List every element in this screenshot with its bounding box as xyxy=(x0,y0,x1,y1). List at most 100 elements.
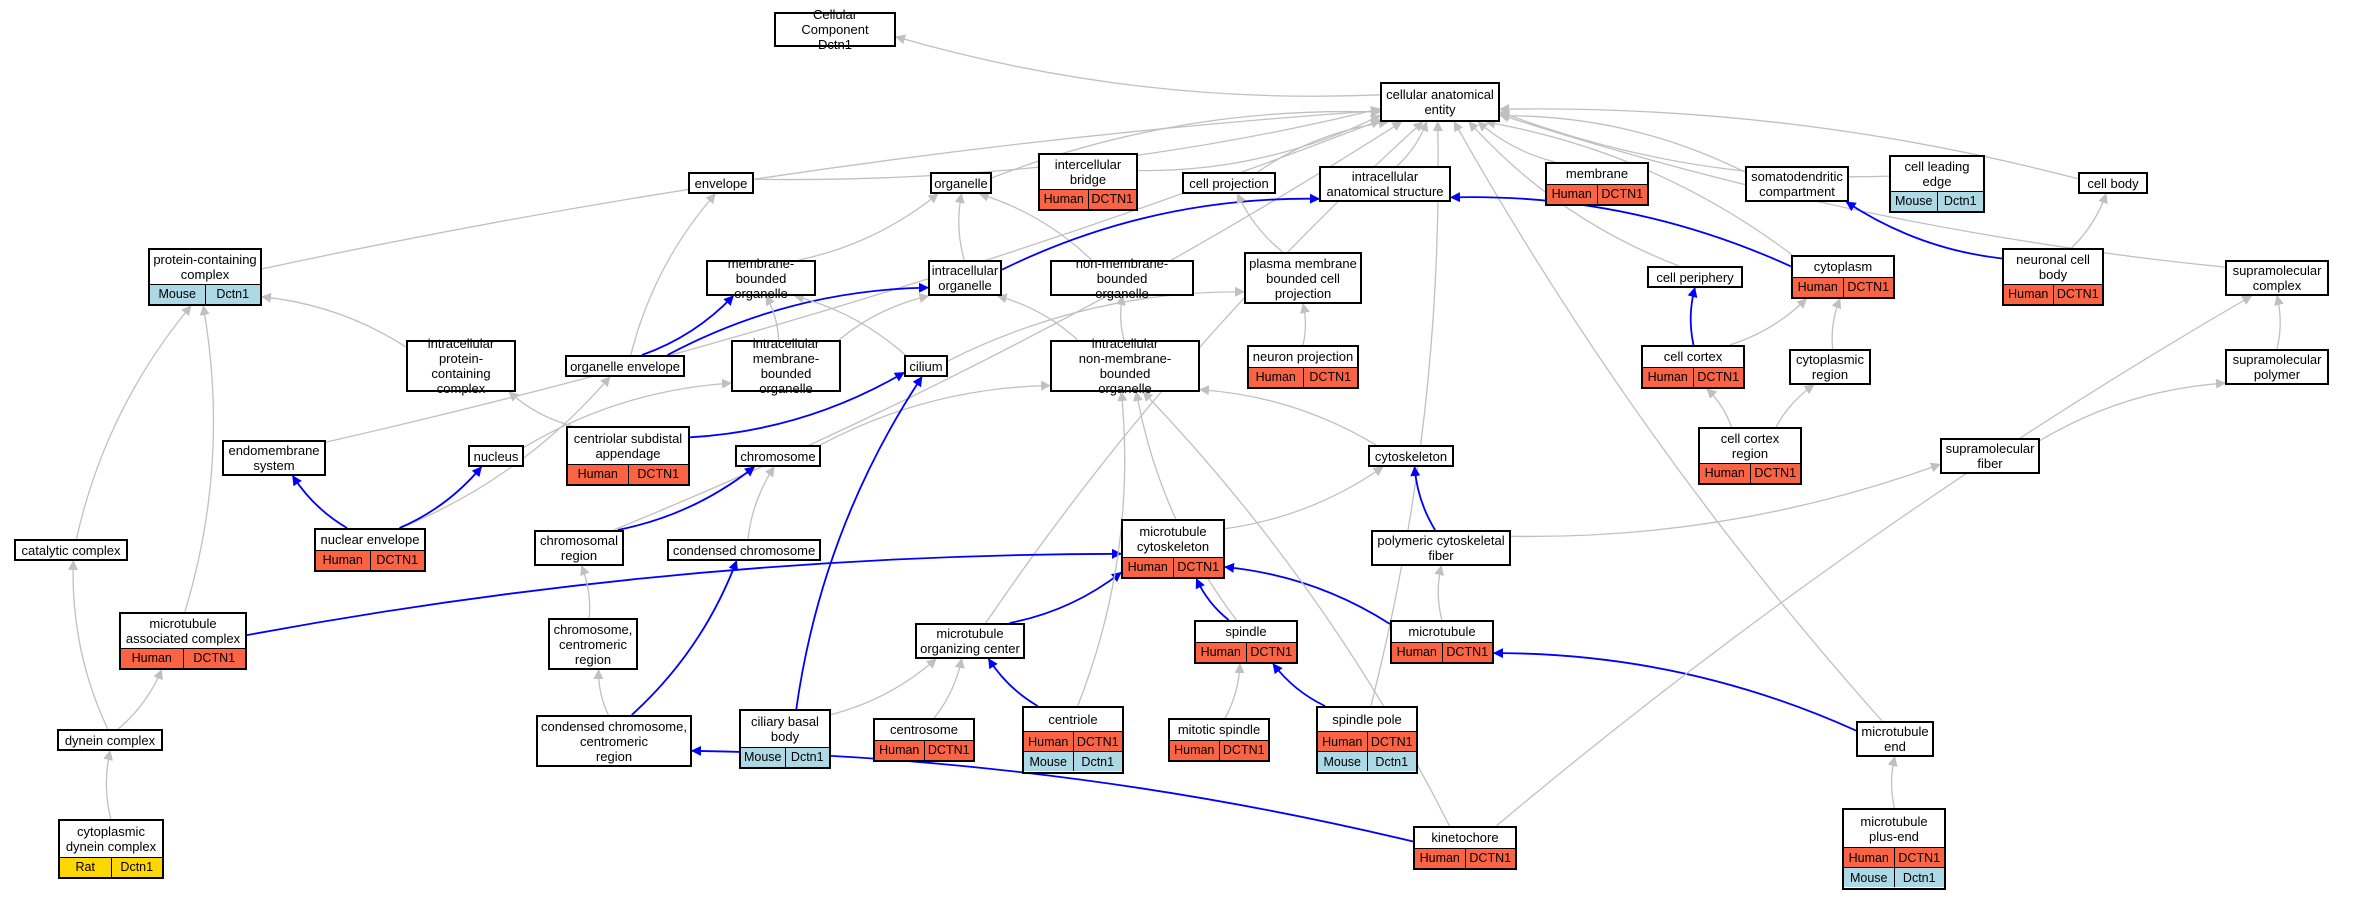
node-chromregion[interactable]: chromosomal region xyxy=(534,530,624,566)
node-root[interactable]: Cellular Component Dctn1 xyxy=(774,7,896,52)
edge-centriole-to-mtoc xyxy=(987,658,1039,707)
node-label: organelle envelope xyxy=(570,358,680,374)
node-cae[interactable]: cellular anatomical entity xyxy=(1380,82,1500,122)
node-orgenv[interactable]: organelle envelope xyxy=(565,355,685,377)
rat-tag: Dctn1 xyxy=(110,857,162,877)
human-tag: DCTN1 xyxy=(1172,557,1223,577)
node-organelle[interactable]: organelle xyxy=(930,172,992,194)
node-nmbo[interactable]: non-membrane-bounded organelle xyxy=(1050,256,1194,301)
node-label: cytoplasm xyxy=(1813,259,1873,275)
human-tag: Human xyxy=(1392,642,1442,662)
edge-cellbody-to-cae xyxy=(1499,104,2079,180)
edge-orgenv-to-envelope xyxy=(630,193,716,356)
edge-pmbcp-to-cellproj xyxy=(1236,193,1284,253)
node-mtend[interactable]: microtubule end xyxy=(1856,721,1934,757)
edge-cae-to-root xyxy=(895,34,1381,97)
human-tag: Human xyxy=(1170,740,1219,760)
human-tag: DCTN1 xyxy=(1218,740,1268,760)
node-catalytic[interactable]: catalytic complex xyxy=(14,539,128,561)
node-periphery[interactable]: cell periphery xyxy=(1647,266,1743,288)
node-io[interactable]: intracellular organelle xyxy=(928,260,1002,296)
edge-spindlepole-to-cae xyxy=(1370,121,1443,707)
edge-centrosome-to-mtoc xyxy=(933,658,965,719)
node-cellproj[interactable]: cell projection xyxy=(1182,172,1276,194)
node-imbo[interactable]: intracellular membrane-bounded organelle xyxy=(731,336,841,396)
node-ipcc[interactable]: intracellular protein-containing complex xyxy=(406,336,516,396)
node-pmbcp[interactable]: plasma membrane bounded cell projection xyxy=(1244,252,1362,304)
node-label: microtubule plus-end xyxy=(1860,813,1928,844)
node-cilium[interactable]: cilium xyxy=(904,355,948,377)
node-cellbody[interactable]: cell body xyxy=(2078,172,2148,194)
edge-ciliarybasal-to-mtoc xyxy=(830,658,937,716)
node-suprafiber[interactable]: supramolecular fiber xyxy=(1940,438,2040,474)
node-label: organelle xyxy=(934,175,988,191)
node-condcent[interactable]: condensed chromosome, centromeric region xyxy=(536,715,692,767)
edge-imbo-to-mbo xyxy=(765,295,780,341)
node-suprapolymer[interactable]: supramolecular polymer xyxy=(2225,349,2329,385)
node-inmbo[interactable]: intracellular non-membrane-bounded organ… xyxy=(1050,336,1200,396)
node-polyfiber[interactable]: polymeric cytoskeletal fiber xyxy=(1371,530,1511,566)
node-label: cytoskeleton xyxy=(1374,448,1448,464)
node-label: cell cortex region xyxy=(1720,430,1780,461)
edge-somato-to-cae xyxy=(1499,110,1746,173)
node-condchrom[interactable]: condensed chromosome xyxy=(667,539,821,561)
node-chromosome[interactable]: chromosome xyxy=(735,445,821,467)
node-label: protein-containing complex xyxy=(153,251,257,282)
edge-dynein-to-mtac xyxy=(117,669,163,730)
human-tag: Human xyxy=(1123,557,1173,577)
node-mbo[interactable]: membrane-bounded organelle xyxy=(706,256,816,301)
edge-microtubule-to-polyfiber xyxy=(1434,565,1445,621)
node-label: cell projection xyxy=(1189,175,1269,191)
node-label: spindle pole xyxy=(1332,712,1402,727)
node-somato[interactable]: somatodendritic compartment xyxy=(1745,166,1849,202)
edge-cytoplasm-to-ias xyxy=(1450,192,1792,268)
edge-pcc-to-cae xyxy=(261,106,1381,270)
node-cytoskeleton[interactable]: cytoskeleton xyxy=(1368,445,1454,467)
node-mtoc[interactable]: microtubule organizing center xyxy=(915,623,1025,659)
node-label: Cellular Component Dctn1 xyxy=(801,7,869,52)
node-chromcent[interactable]: chromosome, centromeric region xyxy=(548,618,638,670)
node-envelope[interactable]: envelope xyxy=(688,172,754,194)
node-label: kinetochore xyxy=(1431,830,1499,846)
node-supracomplex[interactable]: supramolecular complex xyxy=(2225,260,2329,296)
node-nucleus[interactable]: nucleus xyxy=(468,445,524,467)
node-label: microtubule cytoskeleton xyxy=(1136,523,1210,554)
node-endomembrane[interactable]: endomembrane system xyxy=(222,440,326,476)
edge-chromcent-to-chromregion xyxy=(580,565,591,619)
human-tag: DCTN1 xyxy=(1302,367,1357,387)
edge-cilium-to-pmbcp xyxy=(947,286,1245,362)
node-ias[interactable]: intracellular anatomical structure xyxy=(1319,166,1451,202)
node-dynein[interactable]: dynein complex xyxy=(57,729,163,751)
edge-mtend-to-microtubule xyxy=(1493,648,1857,732)
human-tag: Human xyxy=(1643,367,1693,387)
node-label: polymeric cytoskeletal fiber xyxy=(1377,533,1505,563)
edge-chromregion-to-cae xyxy=(613,121,1403,531)
node-cytoregion[interactable]: cytoplasmic region xyxy=(1789,349,1871,385)
